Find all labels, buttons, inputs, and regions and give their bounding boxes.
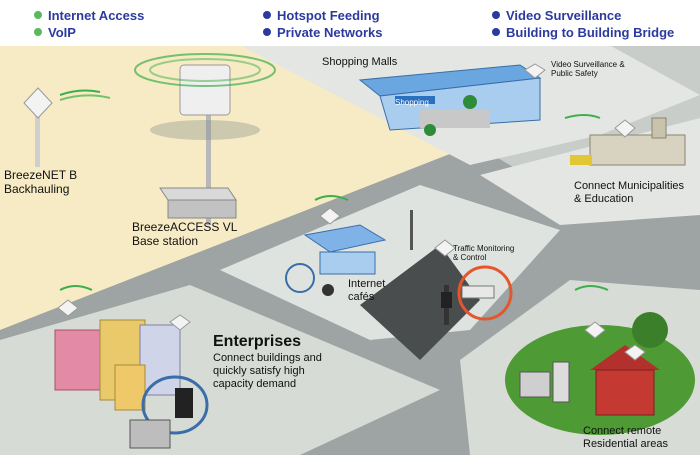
enterprises-description: Connect buildings and quickly satisfy hi… xyxy=(213,352,322,390)
breezenet-wave xyxy=(59,89,101,96)
school-bus xyxy=(570,155,592,165)
traffic-camera-icon xyxy=(461,285,495,299)
legend-item-hotspot-feeding: Hotspot Feeding xyxy=(263,8,380,23)
video-surveillance-label: Video Surveillance & Public Safety xyxy=(551,60,625,78)
office-server-icon xyxy=(175,388,193,418)
base-tower-mast xyxy=(206,95,211,225)
breezenet-antenna xyxy=(23,87,53,119)
home-computer-icon xyxy=(519,371,551,398)
base-tower-wave xyxy=(134,53,276,87)
traffic-antenna xyxy=(434,239,456,257)
legend-item-internet-access: Internet Access xyxy=(34,8,144,23)
bullet-icon xyxy=(34,11,42,19)
parking-lot xyxy=(420,110,490,128)
enterprise-building-gray xyxy=(139,324,181,396)
office-computer-icon xyxy=(129,419,171,449)
enterprise-antenna xyxy=(57,299,79,317)
cafe-user xyxy=(322,284,334,296)
traffic-light xyxy=(441,292,452,308)
bullet-icon xyxy=(263,28,271,36)
palm-tree xyxy=(424,124,436,136)
traffic-label: Traffic Monitoring & Control xyxy=(453,244,515,262)
base-station-unit xyxy=(159,187,237,201)
bullet-icon xyxy=(492,11,500,19)
breezenet-label: BreezeNET B Backhauling xyxy=(4,168,78,196)
municipal-building xyxy=(589,134,686,166)
traffic-monitor-ring xyxy=(457,265,513,321)
road xyxy=(360,245,480,360)
legend-item-voip: VoIP xyxy=(34,25,76,40)
legend-item-video-surveillance: Video Surveillance xyxy=(492,8,621,23)
service-legend: Internet Access VoIP Hotspot Feeding Pri… xyxy=(0,0,700,46)
barn xyxy=(595,369,655,416)
bullet-icon xyxy=(263,11,271,19)
municipalities-label: Connect Municipalities & Education xyxy=(574,180,685,205)
enterprise-ring xyxy=(141,375,209,435)
enterprises-title: Enterprises xyxy=(213,333,302,350)
base-station-label: BreezeACCESS VL Base station xyxy=(132,220,238,248)
mall-sign: Shopping xyxy=(395,98,429,107)
base-tower-head xyxy=(179,64,231,116)
residential-antenna xyxy=(584,321,606,339)
municipal-antenna xyxy=(614,119,636,138)
cafe-building xyxy=(303,224,387,253)
video-camera-antenna xyxy=(524,63,546,79)
bullet-icon xyxy=(34,28,42,36)
legend-item-private-networks: Private Networks xyxy=(263,25,383,40)
barn-roof xyxy=(590,345,660,370)
backhaul-zone xyxy=(0,40,460,330)
tree xyxy=(632,312,668,348)
residential-label: Connect remote Residential areas xyxy=(583,425,668,450)
bullet-icon xyxy=(492,28,500,36)
cafe-antenna xyxy=(319,207,341,225)
legend-item-building-bridge: Building to Building Bridge xyxy=(492,25,674,40)
internet-cafes-label: Internet cafés xyxy=(348,278,386,303)
breezenet-pole xyxy=(35,112,40,167)
at-sign-icon xyxy=(285,263,315,293)
shopping-malls-label: Shopping Malls xyxy=(322,56,398,68)
